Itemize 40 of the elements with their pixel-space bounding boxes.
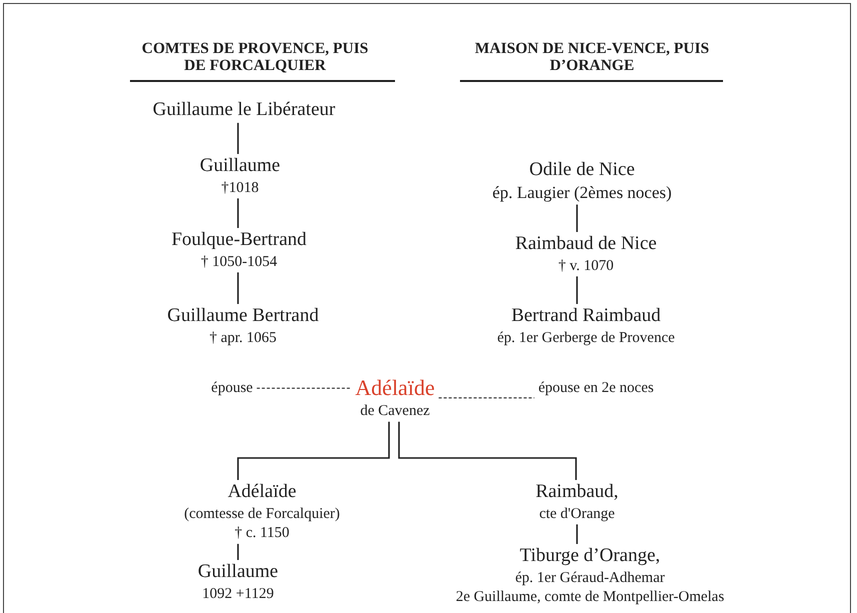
person-name: Raimbaud, xyxy=(536,482,618,503)
date-text: † v. 1070 xyxy=(557,258,615,274)
date-text: † 1050-1054 xyxy=(200,254,278,270)
descent-line xyxy=(237,198,239,228)
descent-line xyxy=(576,524,578,544)
person-name: Foulque-Bertrand xyxy=(171,230,307,251)
person-name: Adélaïde xyxy=(226,482,298,503)
descent-line xyxy=(237,122,239,154)
descent-line xyxy=(237,422,390,480)
person-name: Adélaïde xyxy=(355,376,435,400)
person-name: Guillaume le Libérateur xyxy=(152,100,336,121)
note-text: cte d'Orange xyxy=(538,506,616,522)
descent-line xyxy=(398,422,577,480)
note-text: ép. 1er Gerberge de Provence xyxy=(497,330,675,346)
person-name: Raimbaud de Nice xyxy=(515,234,657,255)
date-text: 1092 +1129 xyxy=(201,586,275,602)
note-text: † c. 1150 xyxy=(234,525,290,542)
note-text: ép. Laugier (2èmes noces) xyxy=(492,184,672,203)
person-name: Odile de Nice xyxy=(528,160,636,181)
descent-line xyxy=(576,276,578,304)
spouse-label: épouse xyxy=(207,378,257,398)
person-name: Tiburge d’Orange, xyxy=(518,546,662,567)
marriage-line xyxy=(256,388,352,389)
marriage-line xyxy=(438,397,535,398)
person-name: Guillaume Bertrand xyxy=(167,306,319,327)
column-heading: COMTES DE PROVENCE, PUIS DE FORCALQUIER xyxy=(140,40,370,74)
note-text: ép. 1er Géraud-Adhemar xyxy=(514,570,666,586)
person-name: Guillaume xyxy=(200,156,280,177)
descent-line xyxy=(237,544,239,560)
person-name: Bertrand Raimbaud xyxy=(510,306,662,327)
date-text: † apr. 1065 xyxy=(208,330,278,346)
descent-line xyxy=(237,272,239,304)
column-heading: MAISON DE NICE-VENCE, PUIS D’ORANGE xyxy=(474,40,710,74)
note-text: 2e Guillaume, comte de Montpellier-Omelas xyxy=(456,589,724,606)
spouse-label: épouse en 2e noces xyxy=(534,378,658,398)
note-text: de Cavenez xyxy=(359,403,431,420)
date-text: †1018 xyxy=(220,180,260,196)
descent-line xyxy=(576,204,578,232)
note-text: (comtesse de Forcalquier) xyxy=(184,506,340,522)
person-name: Guillaume xyxy=(198,562,278,583)
